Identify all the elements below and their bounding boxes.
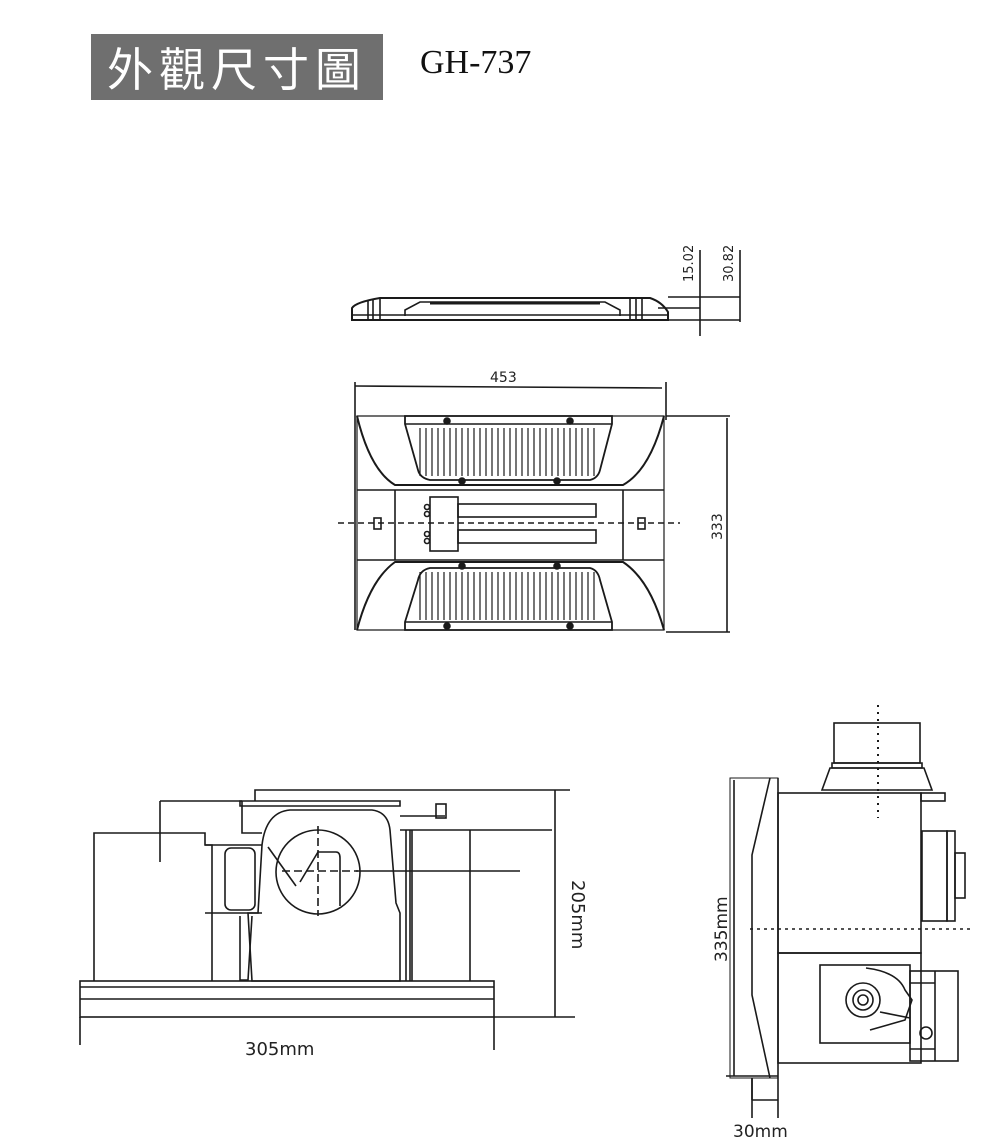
dim-width-453: 453	[490, 370, 517, 386]
dim-width-305mm: 305mm	[245, 1039, 314, 1060]
title-banner: 外觀尺寸圖	[91, 34, 383, 100]
top-view: 453 333	[338, 370, 730, 633]
page-title: 外觀尺寸圖	[107, 43, 367, 97]
model-number: GH-737	[420, 44, 532, 81]
dim-height-205mm: 205mm	[567, 880, 588, 949]
dim-height-333: 333	[710, 513, 726, 540]
dim-height-a: 15.02	[682, 245, 697, 282]
dim-depth-30mm: 30mm	[733, 1122, 788, 1142]
side-view: 335mm 30mm	[712, 705, 970, 1142]
dim-height-335mm: 335mm	[712, 896, 732, 962]
side-profile-view: 15.02 30.82	[351, 245, 741, 336]
dim-height-b: 30.82	[722, 245, 737, 282]
front-view: 305mm 205mm	[79, 789, 588, 1060]
